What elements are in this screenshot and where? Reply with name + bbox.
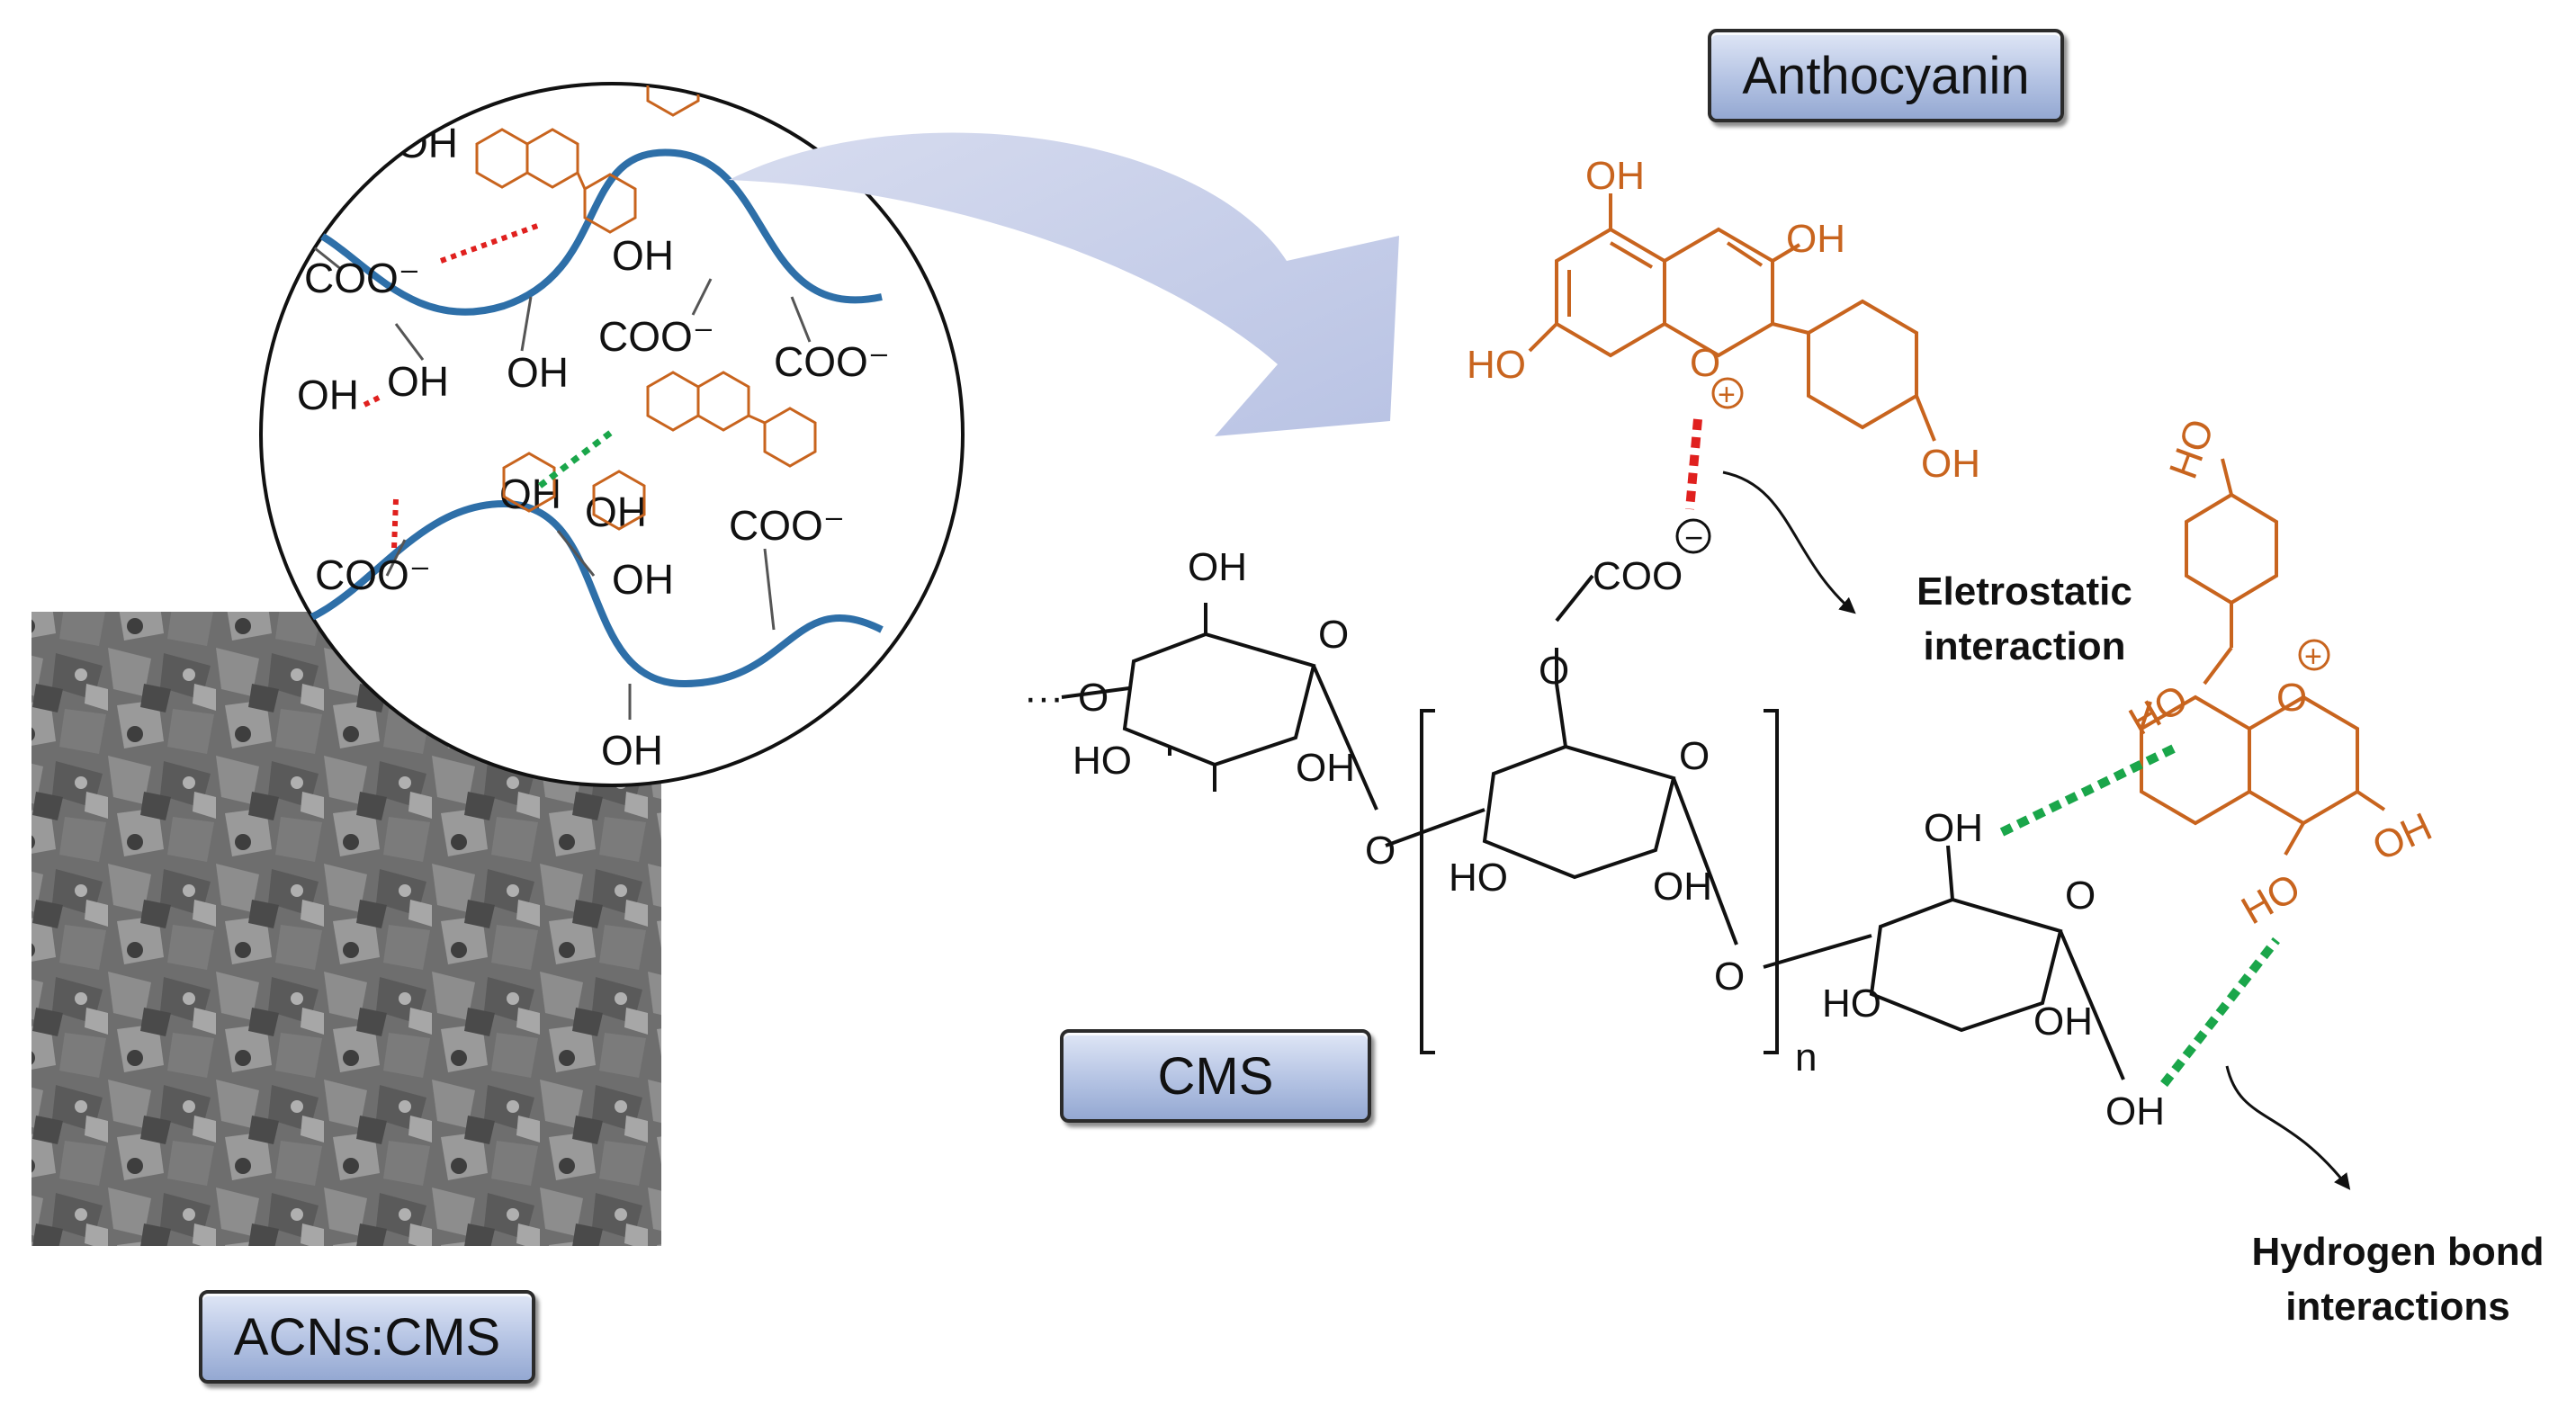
antho-right-o: O xyxy=(2276,676,2307,720)
zoom-coo-5: COO⁻ xyxy=(315,551,431,598)
antho-top-oh-3: OH xyxy=(1921,442,1980,486)
cms-coo: COO xyxy=(1593,554,1683,598)
electrostatic-line-2: interaction xyxy=(1923,623,2126,668)
anthocyanin-label-text: Anthocyanin xyxy=(1742,46,2030,105)
antho-right-oh: OH xyxy=(2366,804,2439,869)
cms-structure xyxy=(1061,574,2125,1080)
zoom-oh-8: OH xyxy=(601,727,663,774)
cms-oh-mid: OH xyxy=(1653,865,1712,909)
antho-right-plus: + xyxy=(2304,640,2322,674)
cms-ellipsis: ··· xyxy=(1024,676,1064,720)
zoom-electrostatic-bond-3 xyxy=(391,498,399,550)
cms-oh-top-right: OH xyxy=(1924,806,1983,850)
hbond-line-1: Hydrogen bond xyxy=(2251,1230,2545,1274)
zoom-oh-1: OH xyxy=(297,372,359,418)
zoom-anthocyanin-1 xyxy=(475,84,700,234)
zoom-oh-9: OH xyxy=(396,120,458,166)
hydrogen-bond-upper xyxy=(1999,742,2180,837)
hbond-line-2: interactions xyxy=(2285,1284,2510,1329)
cms-ho-left: HO xyxy=(1073,739,1132,783)
antho-top-o: O xyxy=(1690,341,1720,385)
composite-label: ACNs:CMS xyxy=(199,1290,535,1384)
zoom-oh-4: OH xyxy=(612,232,674,279)
cms-o-ring-right: O xyxy=(2065,874,2096,918)
cms-o-ether: O xyxy=(1539,649,1569,693)
zoom-coo-1: COO⁻ xyxy=(304,255,420,301)
cms-ho-mid: HO xyxy=(1449,856,1508,900)
anthocyanin-molecule-top: OH OH HO OH O + xyxy=(1467,154,1980,486)
cms-o-ring-mid: O xyxy=(1679,734,1710,778)
zoom-coo-4: COO⁻ xyxy=(729,502,845,549)
polymer-chain-lower xyxy=(269,499,884,688)
electrostatic-bond xyxy=(1685,418,1702,510)
antho-top-oh-2: OH xyxy=(1786,217,1845,261)
cms-ho-right: HO xyxy=(1822,981,1881,1026)
zoom-oh-2: OH xyxy=(387,358,449,405)
cms-label-text: CMS xyxy=(1157,1046,1274,1106)
cms-oh-top-left: OH xyxy=(1188,545,1247,589)
cms-o-link-right: O xyxy=(1714,954,1745,999)
hydrogen-bond-annotation: Hydrogen bond interactions xyxy=(2222,1225,2573,1334)
zoom-arrow xyxy=(729,132,1399,436)
antho-top-oh-1: OH xyxy=(1585,154,1645,198)
antho-right-ho-bottom: HO xyxy=(2234,865,2308,933)
hbond-pointer-arrow xyxy=(2225,1065,2351,1190)
zoom-oh-3: OH xyxy=(507,349,569,396)
anthocyanin-label: Anthocyanin xyxy=(1708,29,2064,122)
cms-o-ring-left: O xyxy=(1318,613,1349,657)
zoom-hydrogen-bond xyxy=(537,429,615,488)
hydrogen-bond-lower xyxy=(2160,937,2280,1088)
antho-right-ho-mid: HO xyxy=(2122,677,2195,744)
zoom-electrostatic-bond-2 xyxy=(363,393,384,408)
zoom-oh-7: OH xyxy=(612,556,674,603)
antho-top-plus: + xyxy=(1718,378,1736,412)
zoom-electrostatic-bond-1 xyxy=(439,222,542,264)
cms-oh-left: OH xyxy=(1296,746,1355,790)
electrostatic-pointer-arrow xyxy=(1722,471,1856,614)
electrostatic-annotation: Eletrostatic interaction xyxy=(1836,565,2213,674)
zoom-circle: COO⁻ COO⁻ COO⁻ COO⁻ COO⁻ OH OH OH OH OH … xyxy=(259,82,965,787)
cms-o-link-left: O xyxy=(1078,676,1108,720)
zoom-coo-2: COO⁻ xyxy=(598,313,714,360)
zoom-coo-3: COO⁻ xyxy=(774,338,890,385)
cms-oh-bottom: OH xyxy=(2105,1089,2165,1134)
electrostatic-line-1: Eletrostatic xyxy=(1916,569,2132,614)
zoom-anthocyanin-2 xyxy=(502,371,817,531)
cms-o-link-mid: O xyxy=(1365,829,1396,873)
polymer-chain-upper xyxy=(269,148,883,316)
cms-repeat-n: n xyxy=(1795,1035,1817,1080)
composite-label-text: ACNs:CMS xyxy=(233,1307,501,1367)
cms-labels: ··· O OH O HO OH O O COO − O HO OH n O O… xyxy=(1024,518,2165,1134)
antho-right-ho-top: HO xyxy=(2161,414,2223,485)
antho-top-ho: HO xyxy=(1467,343,1526,387)
cms-oh-right: OH xyxy=(2033,999,2093,1044)
cms-label: CMS xyxy=(1060,1029,1371,1123)
cms-minus: − xyxy=(1684,519,1703,556)
